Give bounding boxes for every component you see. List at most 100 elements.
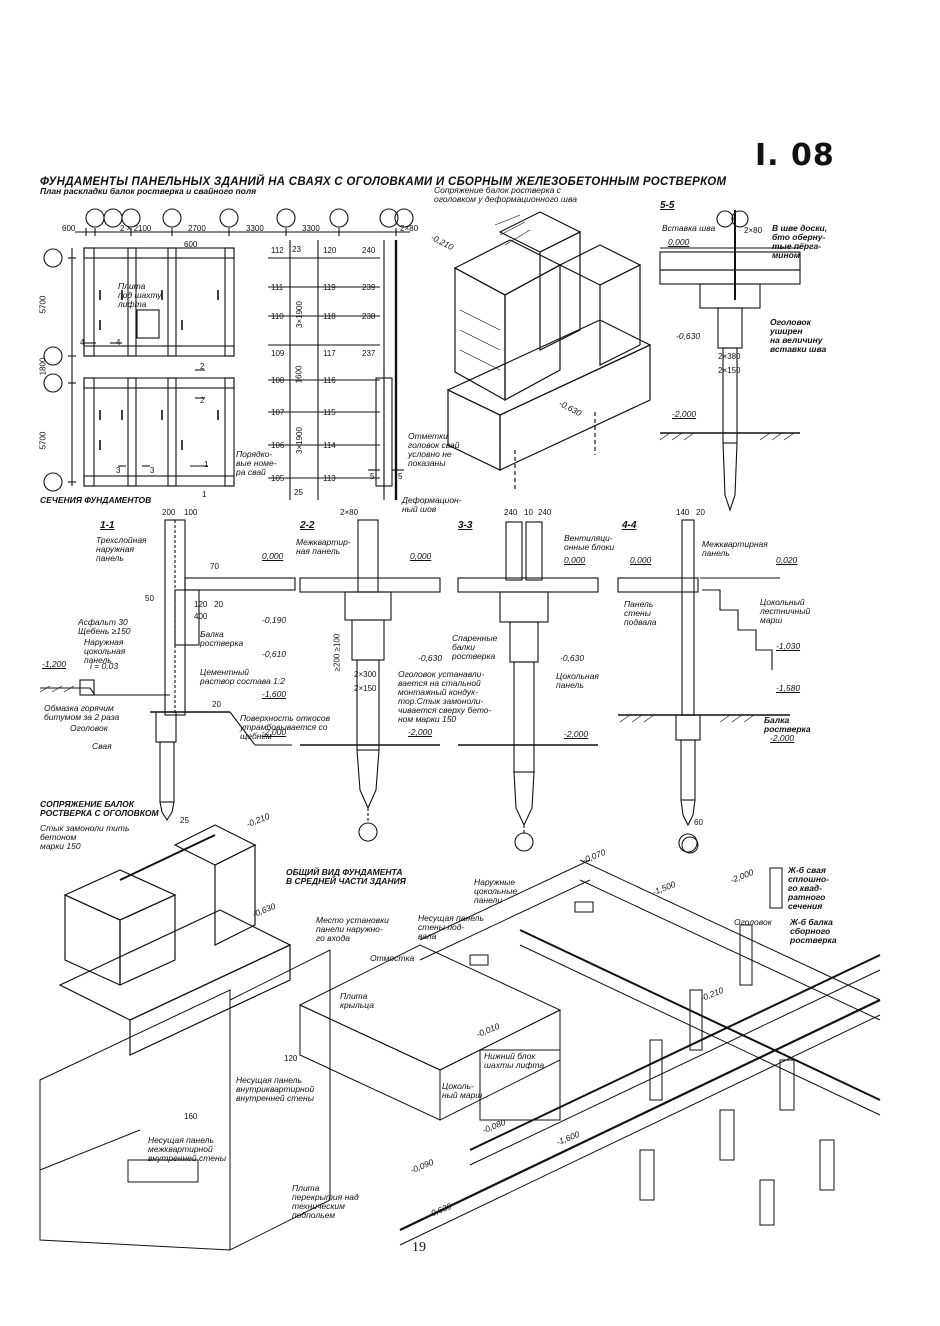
- sec44-l2000: -2,000: [770, 733, 795, 743]
- pile-num: 120: [323, 246, 337, 255]
- sec11-dim-200: 200: [162, 508, 176, 517]
- section-mark: 4: [80, 338, 85, 347]
- pile-num: 237: [362, 349, 376, 358]
- sec33-dim-240a: 240: [504, 508, 518, 517]
- dim-3300a: 3300: [246, 224, 264, 233]
- dim-2x80: 2×80: [400, 224, 419, 233]
- pile-num: 238: [362, 312, 376, 321]
- sec33-vent: Вентиляци- онные блоки: [564, 533, 615, 552]
- sec44-cellar: Панель стены подвала: [624, 599, 657, 627]
- sec22-l2000: -2,000: [408, 727, 433, 737]
- sec44-stair: Цокольный лестничный марш: [760, 597, 811, 625]
- section-mark: 3: [150, 466, 155, 475]
- general-d160: 160: [184, 1112, 198, 1121]
- section-4-4-title: 4-4: [622, 520, 637, 531]
- iso-joint-deformation: [446, 211, 652, 490]
- pile-num: 109: [271, 349, 285, 358]
- sec22-head-note: Оголовок устанавли- вается на стальной м…: [398, 669, 492, 724]
- general-lift-block: Нижний блок шахты лифта: [484, 1051, 545, 1070]
- sec11-head: Оголовок: [70, 723, 108, 733]
- pile-num: 111: [271, 283, 284, 292]
- section-mark: 5: [370, 472, 375, 481]
- general-view: [39, 836, 881, 1251]
- section-5-5-title: 5-5: [660, 200, 675, 211]
- general-entry: Место установки панели наружно- го входа: [316, 915, 389, 943]
- vert-dim: 25: [294, 488, 303, 497]
- general-floor-slab: Плита перекрытия над техническим подполь…: [292, 1183, 359, 1220]
- sec22-dim-300: 2×300: [354, 670, 377, 679]
- pile-marks-note: Отметки головок свай условно не показаны: [408, 431, 460, 468]
- section-4-4: [617, 519, 790, 853]
- sec55-dim: 2×80: [744, 226, 763, 235]
- sec11-asphalt: Асфальт 30 Щебень ≥150: [78, 617, 131, 636]
- sec11-surface: Поверхность откосов утрамбовывается со щ…: [240, 713, 331, 741]
- pile-num: 114: [323, 441, 336, 450]
- section-2-2-title: 2-2: [300, 520, 315, 531]
- sec44-l1030: -1,030: [776, 641, 801, 651]
- sec11-slope: i = 0,03: [90, 661, 119, 671]
- general-pile-square: Ж-б свая сплошно- го квад- ратного сечен…: [788, 865, 830, 911]
- sec33-level0: 0,000: [564, 555, 586, 565]
- section-2-2: [299, 519, 441, 842]
- pile-num: 116: [323, 376, 336, 385]
- sec44-level020: 0,020: [776, 555, 798, 565]
- sec22-level0: 0,000: [410, 551, 432, 561]
- vert-dim: 23: [292, 245, 301, 254]
- sec11-d120: 120: [194, 600, 208, 609]
- sec44-dim-20: 20: [696, 508, 705, 517]
- dim-5700b: 5700: [38, 431, 48, 450]
- pile-num: 239: [362, 283, 376, 292]
- pile-num: 117: [323, 349, 336, 358]
- sec44-panel: Межквартирная панель: [702, 539, 768, 558]
- sec11-l1200: -1,200: [42, 659, 67, 669]
- sec11-d50: 50: [145, 594, 154, 603]
- sec33-socle: Цокольная панель: [556, 671, 599, 690]
- sec55-level1: -0,630: [676, 331, 701, 341]
- sec11-d400: 400: [194, 612, 208, 621]
- sec11-three-layer: Трехслойная наружная панель: [96, 535, 147, 563]
- sec44-dim-140: 140: [676, 508, 690, 517]
- sec11-d70: 70: [210, 562, 219, 571]
- dim-2x2100: 2 × 2100: [120, 224, 152, 233]
- general-inter-wall: Несущая панель межквартирной внутренней …: [148, 1135, 226, 1163]
- section-5-5: [659, 210, 801, 512]
- section-mark: 1: [204, 460, 209, 469]
- sec55-dim-150: 2×150: [718, 366, 741, 375]
- vert-dim: 3×1900: [294, 301, 304, 328]
- sec33-dim-240b: 240: [538, 508, 552, 517]
- pile-num: 118: [323, 312, 336, 321]
- sec55-note: В шве доски, бто обернy- тые пёрга- мино…: [772, 223, 828, 260]
- sheet-number: I. 08: [755, 138, 835, 173]
- sec33-paired: Спаренные балки ростверка: [452, 633, 498, 661]
- vert-dim: 1600: [294, 365, 304, 384]
- order-numbers-note: Порядко- вые номе- ра свай: [236, 449, 277, 477]
- sec11-l190: -0,190: [262, 615, 287, 625]
- sec11-d20: 20: [214, 600, 223, 609]
- sec55-head-note: Оголовок уширен на величину вставки шва: [770, 317, 827, 354]
- sec33-l630: -0,630: [560, 653, 585, 663]
- dim-600: 600: [62, 224, 76, 233]
- dim-2700: 2700: [188, 224, 206, 233]
- sec11-dim-100: 100: [184, 508, 198, 517]
- sec11-d20b: 20: [212, 700, 221, 709]
- sec11-pile: Свая: [92, 741, 112, 751]
- sec22-panel: Межквартир- ная панель: [296, 537, 351, 556]
- general-socle-stair: Цоколь- ный марш: [442, 1081, 483, 1100]
- iso-beam-d25: 25: [180, 816, 189, 825]
- sections-caption: СЕЧЕНИЯ ФУНДАМЕНТОВ: [40, 495, 152, 505]
- sheet-title: ФУНДАМЕНТЫ ПАНЕЛЬНЫХ ЗДАНИЙ НА СВАЯХ С О…: [40, 176, 727, 188]
- sec44-beam: Балка ростверка: [764, 715, 811, 734]
- pile-num: 119: [323, 283, 336, 292]
- section-3-3: [457, 521, 599, 852]
- sec11-level0: 0,000: [262, 551, 284, 561]
- general-outer: Наружные цокольные панели: [474, 877, 518, 905]
- dim-1800: 1800: [38, 357, 48, 376]
- iso-joint-caption: Сопряжение балок ростверка с оголовком у…: [434, 185, 577, 204]
- general-head: Оголовок: [734, 917, 772, 927]
- section-1-1: [39, 519, 296, 822]
- section-mark: 2: [200, 396, 205, 405]
- general-bearing-cellar: Несущая панель стены под- вала: [418, 913, 484, 941]
- pile-num: 106: [271, 441, 285, 450]
- general-porch: Плита крыльца: [340, 991, 374, 1010]
- pile-num: 105: [271, 474, 285, 483]
